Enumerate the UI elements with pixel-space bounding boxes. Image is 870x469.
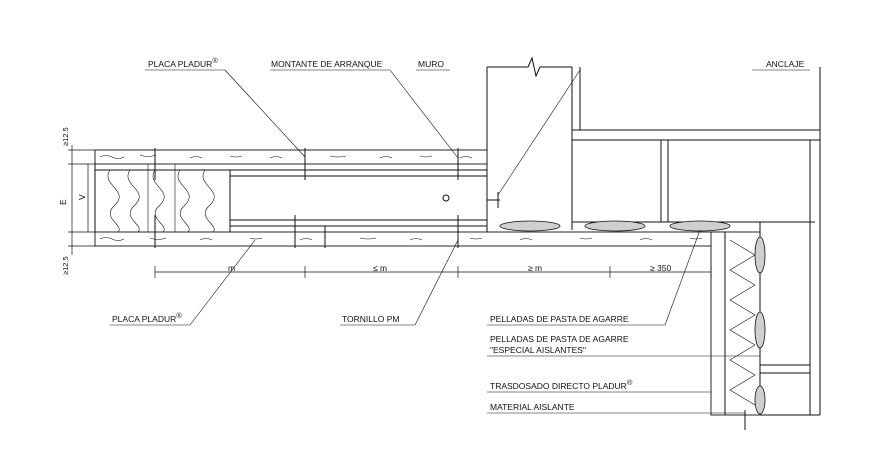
- label-trasdosado: TRASDOSADO DIRECTO PLADUR®: [490, 378, 633, 391]
- dim-cavity-v: V: [77, 194, 87, 200]
- screws: [154, 148, 459, 248]
- wall-structure: [486, 56, 821, 416]
- label-montante: MONTANTE DE ARRANQUE: [271, 59, 383, 69]
- label-muro: MURO: [418, 59, 444, 69]
- dim-bottom-thickness: ≥12.5: [61, 256, 70, 275]
- cavity-framing: [94, 164, 500, 232]
- label-pelladas-2a: PELLADAS DE PASTA DE AGARRE: [490, 334, 629, 344]
- vertical-lining: [710, 231, 766, 430]
- label-placa-pladur-top: PLACA PLADUR®: [148, 56, 218, 69]
- label-pelladas-2b: "ESPECIAL AISLANTES": [490, 345, 586, 355]
- dim-total-e: E: [58, 199, 68, 205]
- left-dimensions: [68, 145, 95, 255]
- dim-350: ≥ 350: [650, 263, 671, 273]
- label-material-aislante: MATERIAL AISLANTE: [490, 402, 575, 412]
- insulation-batt: [107, 164, 215, 233]
- dim-m1: m: [228, 263, 235, 273]
- label-tornillo: TORNILLO PM: [342, 314, 399, 324]
- adhesive-pellets-horizontal: [499, 220, 731, 232]
- dim-m3: ≥ m: [528, 263, 542, 273]
- bottom-dimensions: [154, 266, 712, 278]
- dim-m2: ≤ m: [373, 263, 387, 273]
- dim-top-thickness: ≥12.5: [61, 127, 70, 146]
- top-board-layer: [94, 149, 488, 165]
- label-pelladas-1: PELLADAS DE PASTA DE AGARRE: [490, 314, 629, 324]
- label-placa-pladur-bottom: PLACA PLADUR®: [112, 311, 182, 324]
- leader-lines: [110, 69, 810, 414]
- label-anclaje: ANCLAJE: [766, 59, 805, 69]
- bottom-board-layer: [94, 231, 726, 247]
